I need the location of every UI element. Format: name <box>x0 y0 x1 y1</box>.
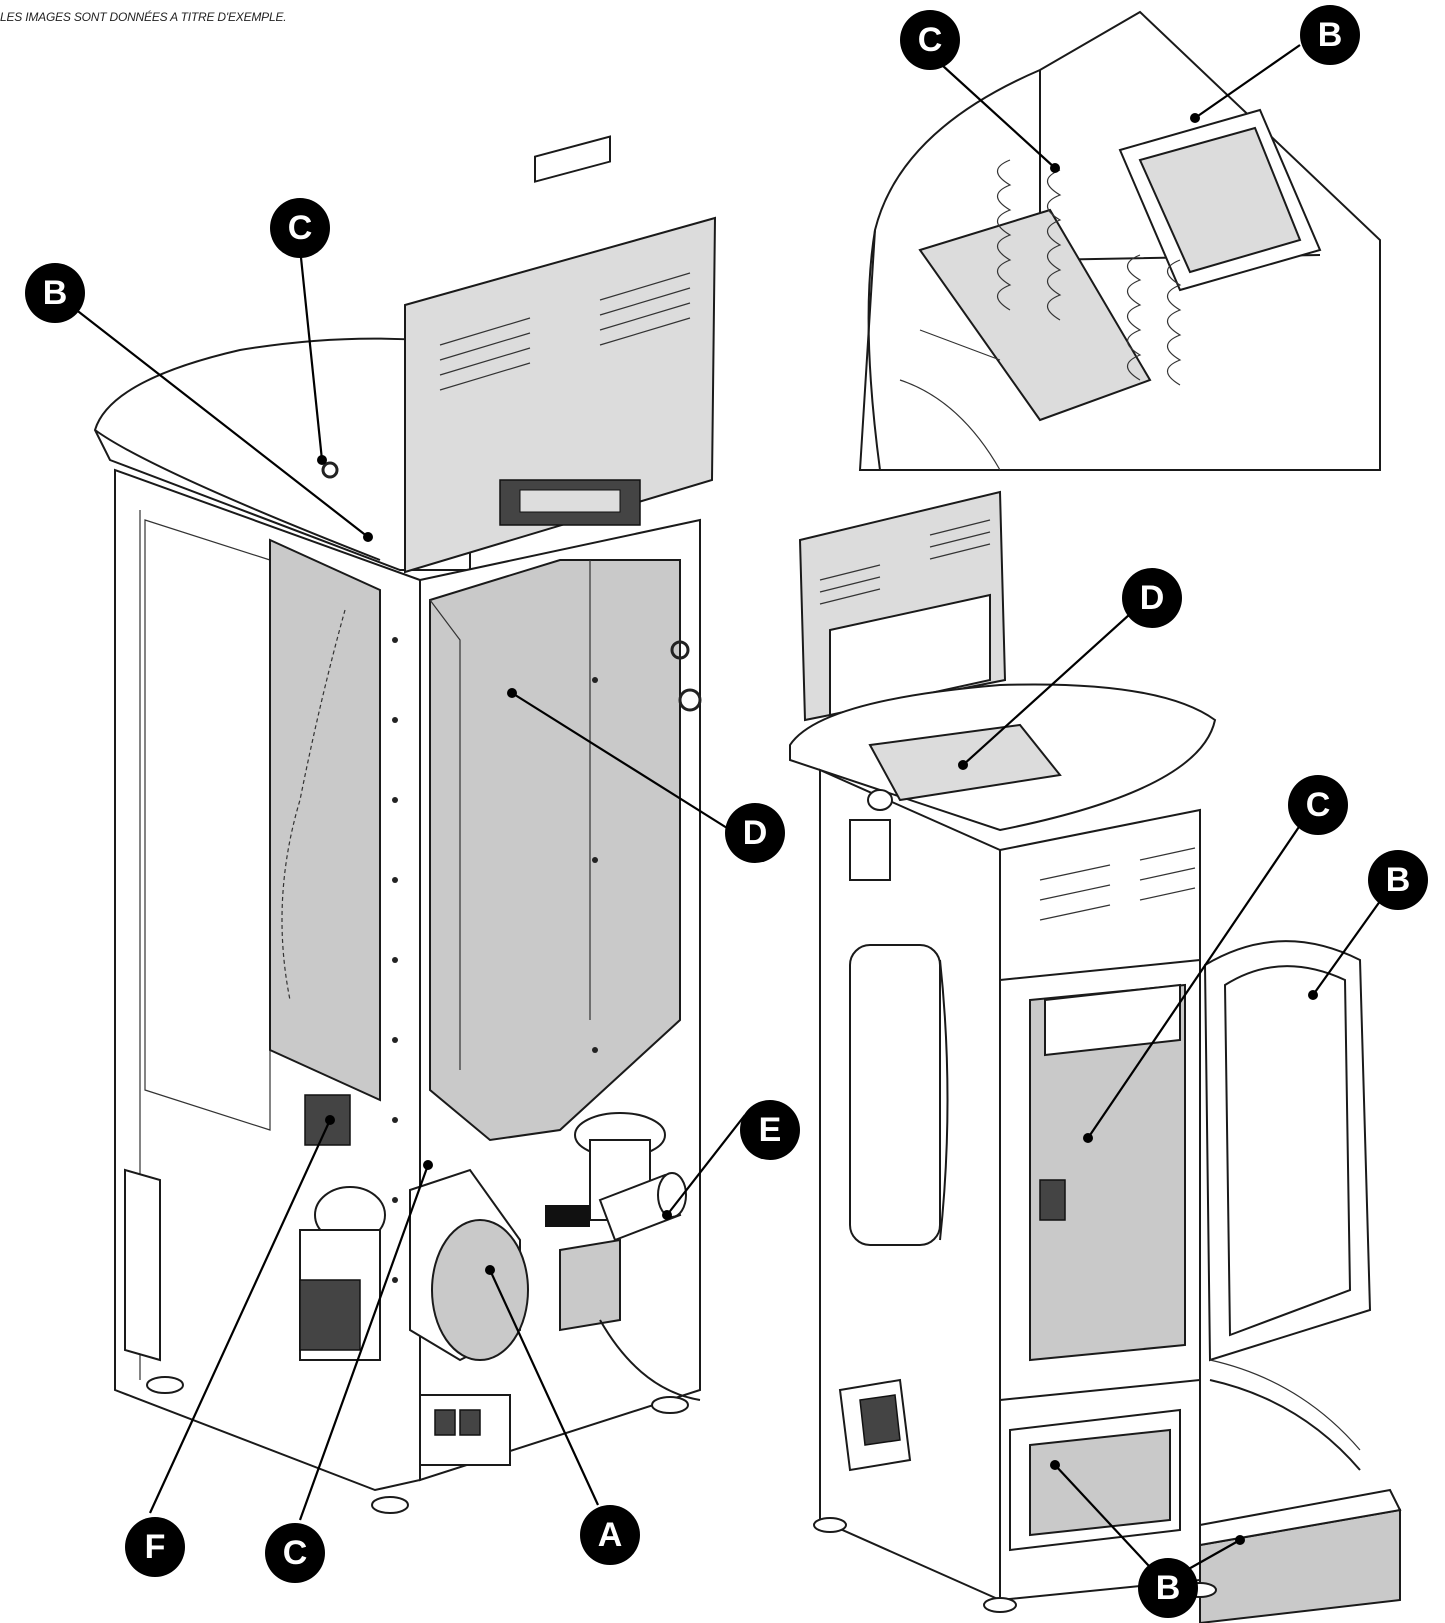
disclaimer-note: LES IMAGES SONT DONNÉES A TITRE D'EXEMPL… <box>0 10 287 24</box>
callout-rear-A: A <box>580 1505 640 1565</box>
callout-front-B-door: B <box>1368 850 1428 910</box>
svg-text:B: B <box>1386 861 1411 899</box>
callout-rear-C-top: C <box>270 198 330 258</box>
callout-front-C: C <box>1288 775 1348 835</box>
front-open-view <box>789 490 1402 1623</box>
svg-text:C: C <box>1306 786 1331 824</box>
svg-text:B: B <box>1318 16 1343 54</box>
callout-front-B-bottom: B <box>1138 1558 1198 1618</box>
svg-text:B: B <box>1156 1569 1181 1607</box>
svg-text:F: F <box>145 1528 166 1566</box>
rear-open-view <box>93 135 717 1514</box>
callout-front-D: D <box>1122 568 1182 628</box>
svg-text:D: D <box>1140 579 1165 617</box>
svg-text:C: C <box>288 209 313 247</box>
svg-text:C: C <box>283 1534 308 1572</box>
svg-text:D: D <box>743 814 768 852</box>
callout-rear-B: B <box>25 263 85 323</box>
callout-rear-D: D <box>725 803 785 863</box>
svg-text:B: B <box>43 274 68 312</box>
top-detail-view <box>858 10 1381 471</box>
callout-rear-E: E <box>740 1100 800 1160</box>
leader-lines <box>69 44 1389 1581</box>
callout-top-C: C <box>900 10 960 70</box>
callout-rear-F: F <box>125 1517 185 1577</box>
svg-text:C: C <box>918 21 943 59</box>
callout-rear-C-bottom: C <box>265 1523 325 1583</box>
svg-text:E: E <box>759 1111 782 1149</box>
svg-text:A: A <box>598 1516 623 1554</box>
callout-top-B: B <box>1300 5 1360 65</box>
